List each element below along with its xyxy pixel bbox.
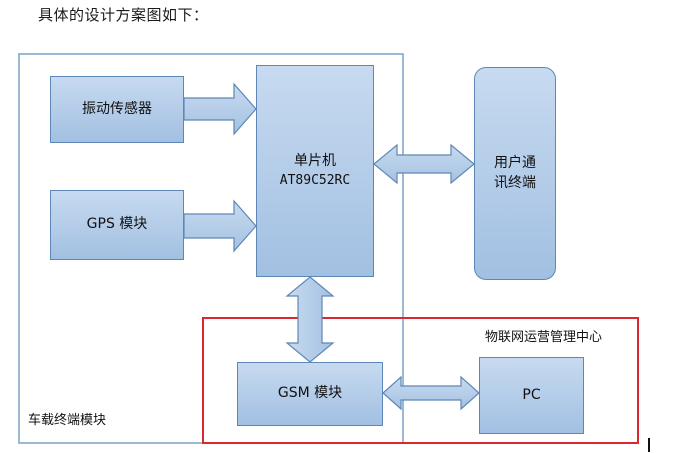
vehicle-module-label: 车载终端模块 xyxy=(28,413,107,428)
vibration-sensor-block: 振动传感器 xyxy=(50,76,184,143)
arrow-gsm-pc xyxy=(382,375,480,411)
iot-center-frame xyxy=(202,317,639,444)
pc-label: PC xyxy=(522,386,541,403)
gsm-module-label: GSM 模块 xyxy=(277,385,343,402)
gps-module-block: GPS 模块 xyxy=(50,190,184,260)
iot-center-label: 物联网运营管理中心 xyxy=(485,330,603,345)
mcu-model: AT89C52RC xyxy=(279,172,351,188)
user-terminal-label-line2: 讯终端 xyxy=(494,174,536,191)
user-terminal-label-line1: 用户通 xyxy=(494,154,536,171)
user-terminal-block: 用户通 讯终端 xyxy=(474,67,556,280)
gps-module-label: GPS 模块 xyxy=(86,216,148,233)
gsm-module-block: GSM 模块 xyxy=(237,362,383,426)
vibration-sensor-label: 振动传感器 xyxy=(82,100,152,117)
arrow-mcu-user-terminal xyxy=(373,143,475,185)
mcu-label: 单片机 xyxy=(293,153,336,170)
pc-block: PC xyxy=(479,357,584,434)
arrow-gps-to-mcu xyxy=(183,199,257,253)
arrow-sensor-to-mcu xyxy=(183,82,257,136)
intro-text: 具体的设计方案图如下： xyxy=(38,6,209,24)
mcu-block: 单片机 AT89C52RC xyxy=(256,65,374,277)
arrow-mcu-gsm xyxy=(285,276,335,363)
text-cursor xyxy=(648,438,650,452)
